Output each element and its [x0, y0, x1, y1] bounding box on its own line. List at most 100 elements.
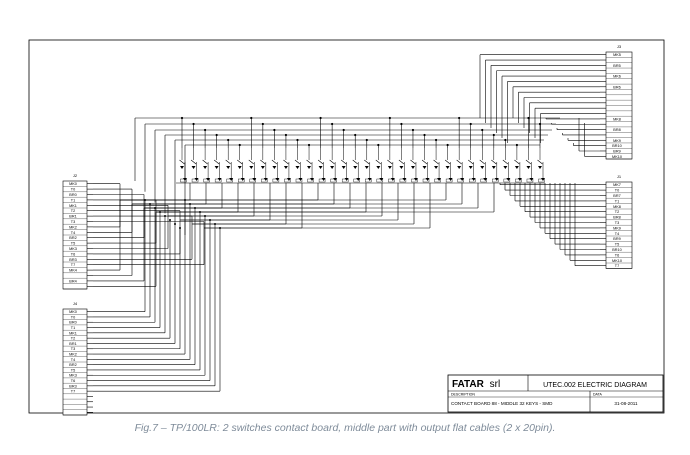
switch-pad: [492, 178, 499, 183]
diode-symbol: [410, 166, 415, 169]
connectors-layer: J2MK0T0BR0T1MK1T2BR1T3MK2T4BR2T5MK3T6BR3…: [62, 44, 633, 416]
switch-pad: [457, 178, 464, 183]
pin-label: T3: [615, 221, 619, 225]
junction-dot: [214, 223, 216, 225]
switch-contact: [213, 159, 220, 165]
pin-label: BR7: [613, 194, 620, 198]
pin-label: MK2: [69, 353, 77, 357]
junction-dot: [227, 138, 230, 142]
switch-pad: [526, 178, 534, 183]
pin-label: BR6: [613, 85, 620, 89]
key-switch: [444, 148, 453, 183]
pin-label: BR9: [613, 237, 620, 241]
pin-label: BR10: [612, 248, 622, 252]
pin-label: T0: [615, 189, 619, 193]
diode-symbol: [330, 166, 335, 169]
switch-contact: [294, 159, 301, 165]
junction-dot: [204, 215, 206, 217]
pin-label: T3: [71, 347, 75, 351]
diode-symbol: [506, 178, 511, 181]
diode-symbol: [307, 166, 312, 169]
pin-label: T6: [71, 252, 75, 256]
switch-contact: [525, 159, 532, 165]
pin-label: T3: [71, 220, 75, 224]
pin-label: T7: [615, 264, 619, 268]
key-switch: [352, 148, 361, 183]
junction-dot: [446, 143, 449, 147]
junction-dot: [527, 116, 530, 120]
company-name-suffix: srl: [490, 379, 501, 390]
switch-contact: [468, 159, 474, 165]
pin-label: BR0: [69, 321, 76, 325]
key-switch: [190, 148, 199, 183]
diode-symbol: [321, 178, 326, 181]
switch-pad: [353, 178, 360, 183]
switch-contact: [306, 159, 312, 165]
pin-label: BR8: [613, 216, 620, 220]
switch-pad: [284, 178, 291, 183]
switch-pad: [238, 178, 245, 183]
diode-symbol: [240, 178, 245, 181]
diode-symbol: [341, 166, 346, 169]
junction-dot: [194, 207, 196, 209]
pin-label: BR8: [613, 128, 620, 132]
diode-symbol: [494, 178, 499, 181]
key-switch: [364, 148, 372, 183]
pin-label: MK1: [69, 204, 77, 208]
junction-dot: [377, 143, 380, 147]
pin-label: BR2: [69, 363, 76, 367]
pin-label: T6: [615, 253, 619, 257]
switch-pad: [445, 178, 453, 183]
junction-dot: [481, 128, 484, 132]
key-switch: [502, 148, 511, 183]
diode-symbol: [434, 166, 439, 169]
junction-dot: [388, 116, 391, 120]
date-label: DATA: [593, 393, 602, 397]
switch-pad: [307, 178, 314, 183]
diode-symbol: [180, 166, 184, 169]
junction-dot: [159, 211, 161, 213]
connector-label: J1: [617, 174, 622, 179]
diode-symbol: [191, 166, 196, 169]
junction-dot: [307, 143, 311, 147]
junction-dot: [184, 199, 186, 201]
switch-pad: [434, 178, 441, 183]
connector-j2: J2MK0T0BR0T1MK1T2BR1T3MK2T4BR2T5MK3T6BR3…: [62, 173, 88, 290]
pin-label: T5: [71, 242, 75, 246]
diode-symbol: [183, 178, 187, 181]
key-switch: [294, 148, 303, 183]
switch-contact: [271, 159, 278, 165]
pin-label: MK0: [69, 310, 77, 314]
key-switch: [179, 148, 187, 183]
pin-label: MK2: [69, 225, 77, 229]
key-switch: [537, 148, 545, 183]
diode-symbol: [437, 178, 442, 181]
diode-symbol: [206, 178, 211, 181]
switch-pad: [249, 178, 256, 183]
diode-symbol: [413, 178, 418, 181]
pin-label: T7: [71, 263, 75, 267]
description-text: CONTACT BOARD 88 - MIDDLE 32 KEYS - SMD: [451, 401, 553, 406]
pin-label: MK3: [69, 374, 77, 378]
junction-dot: [423, 133, 426, 137]
diode-symbol: [249, 166, 254, 169]
switch-pad: [365, 178, 372, 183]
switch-pad: [226, 178, 233, 183]
junction-dot: [250, 116, 253, 120]
pin-label: T2: [71, 209, 75, 213]
switch-pad: [469, 178, 476, 183]
switch-pad: [180, 178, 187, 183]
diode-symbol: [298, 178, 303, 181]
pin-label: T7: [71, 390, 75, 394]
switch-pad: [538, 178, 545, 183]
switch-pad: [261, 178, 268, 183]
diode-symbol: [541, 178, 545, 181]
pin-label: MK6: [613, 75, 621, 79]
switch-pad: [411, 178, 418, 183]
pin-label: T0: [71, 188, 75, 192]
key-switch: [491, 148, 499, 183]
diode-symbol: [517, 178, 522, 181]
connector-j1: J1MK7T0BR7T1MK8T2BR8T3MK9T4BR9T5BR10T6MK…: [605, 174, 633, 269]
diode-symbol: [283, 166, 288, 169]
